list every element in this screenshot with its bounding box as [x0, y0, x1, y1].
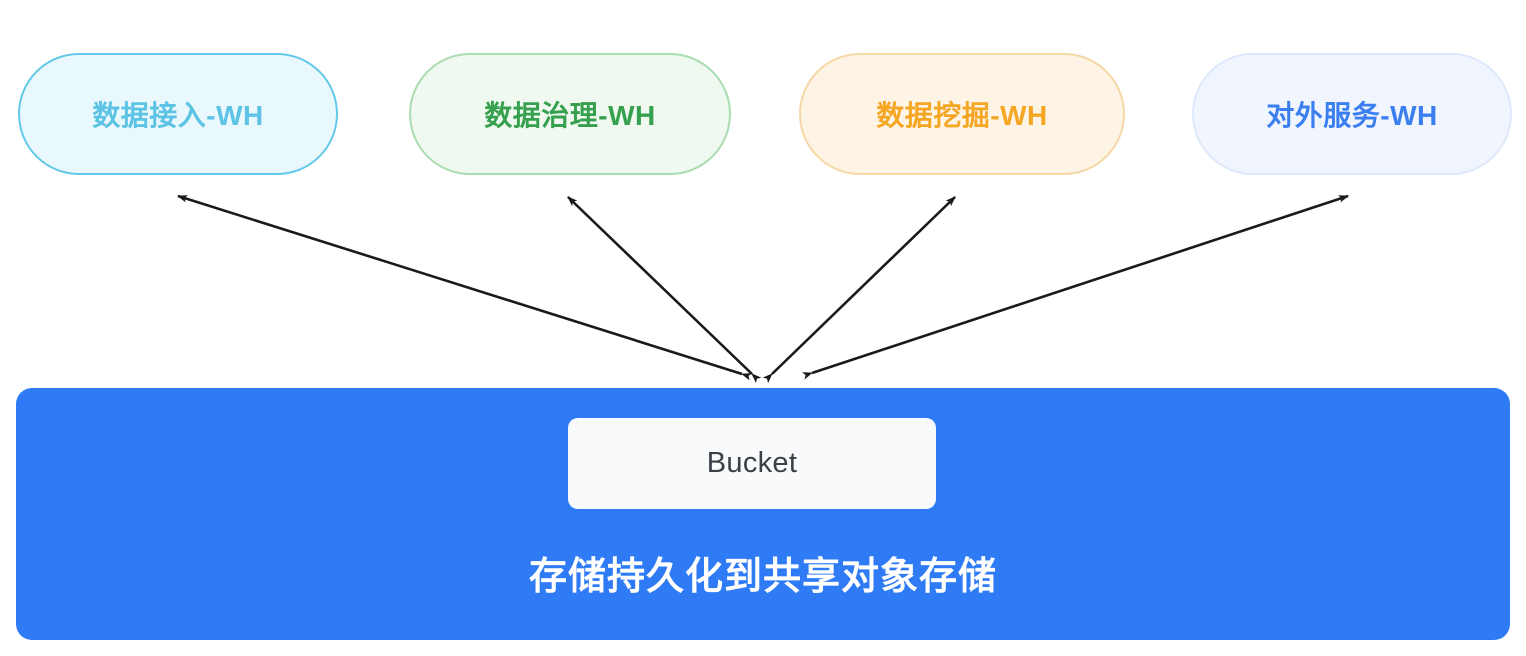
warehouse-node-label: 数据挖掘-WH [876, 100, 1048, 131]
warehouse-node-external-service[interactable]: 对外服务-WH [1192, 53, 1512, 175]
warehouse-node-data-ingestion[interactable]: 数据接入-WH [18, 53, 338, 175]
storage-caption: 存储持久化到共享对象存储 [528, 556, 997, 598]
warehouse-node-data-governance[interactable]: 数据治理-WH [409, 53, 731, 175]
bucket-node[interactable]: Bucket [568, 418, 936, 509]
connector-ingestion-to-storage [177, 194, 752, 381]
warehouse-node-label: 数据治理-WH [484, 100, 656, 131]
warehouse-node-label: 对外服务-WH [1266, 100, 1438, 131]
bucket-label: Bucket [706, 447, 798, 479]
connector-mining-to-storage [762, 196, 956, 384]
connector-governance-to-storage [567, 196, 762, 384]
warehouse-node-label: 数据接入-WH [92, 100, 264, 131]
connector-external-to-storage [802, 194, 1349, 380]
warehouse-node-data-mining[interactable]: 数据挖掘-WH [799, 53, 1125, 175]
shared-object-storage-panel: Bucket 存储持久化到共享对象存储 [16, 388, 1510, 640]
